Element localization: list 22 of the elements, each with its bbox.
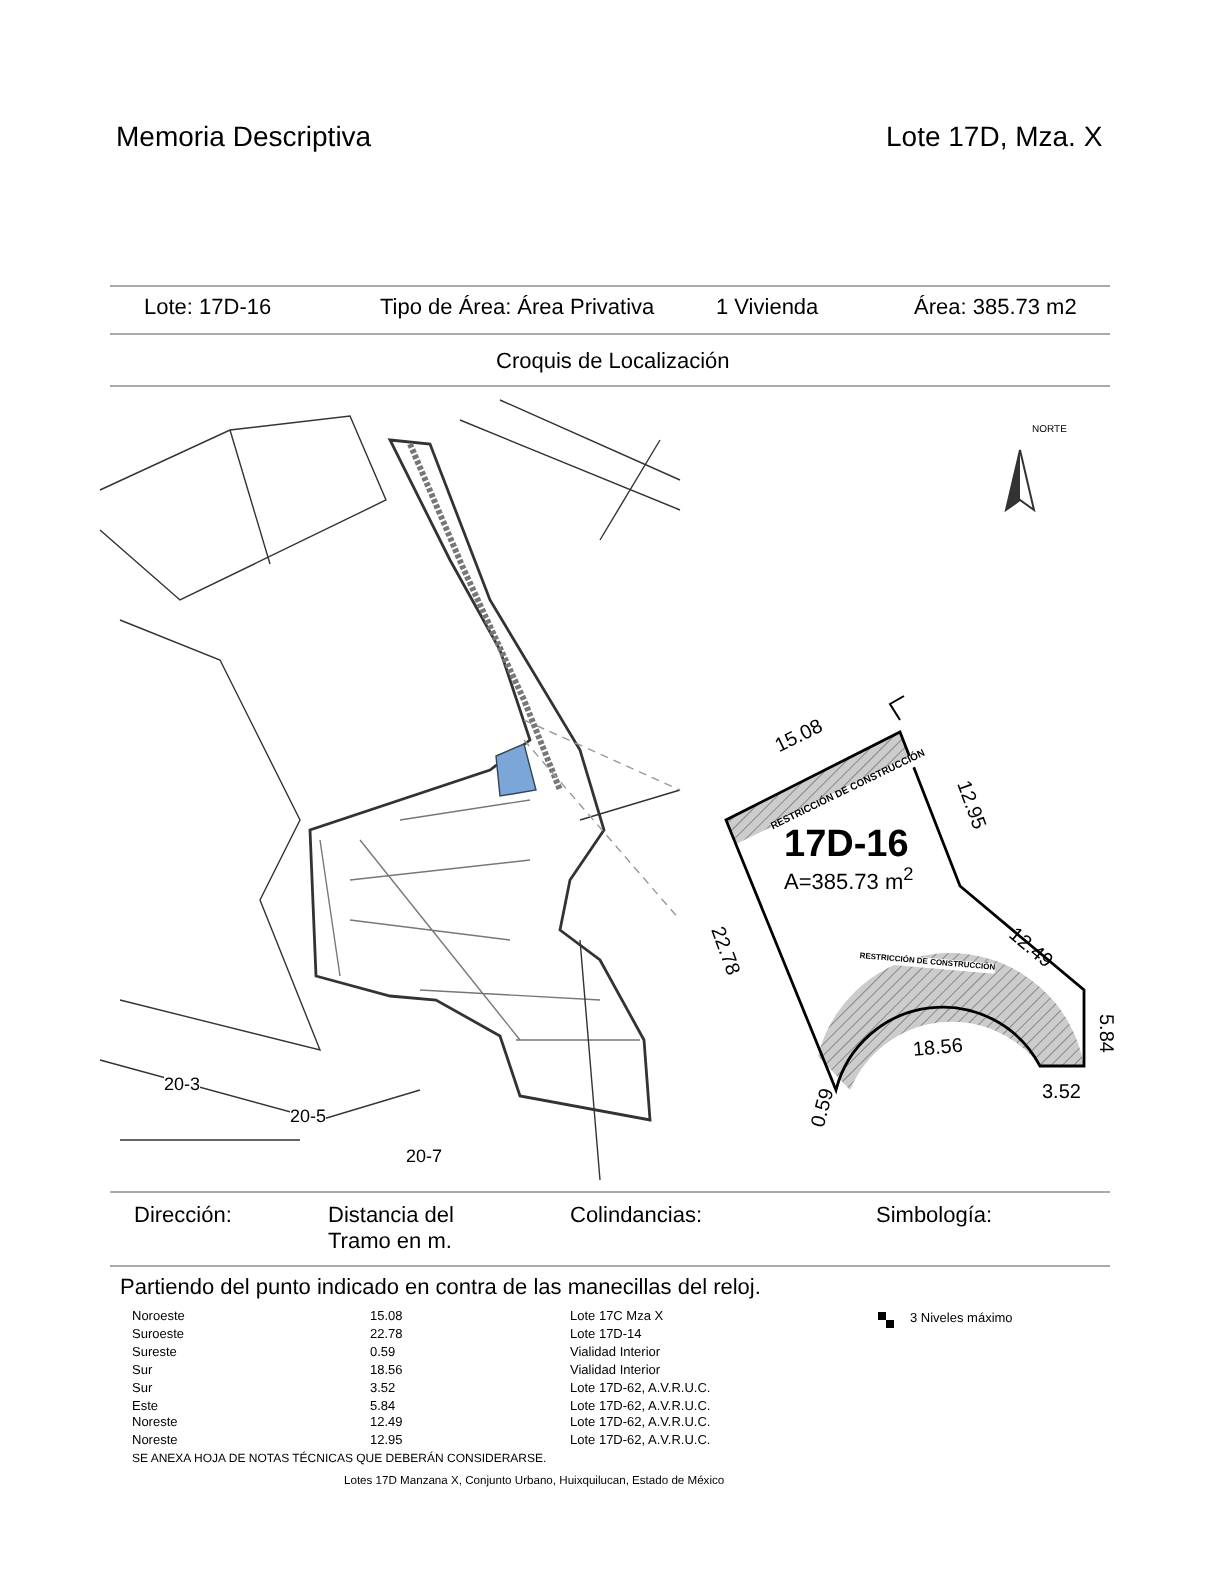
dimension-label: 12.95 xyxy=(950,778,990,833)
lot-label: 20-3 xyxy=(164,1074,201,1095)
column-header: Distancia del Tramo en m. xyxy=(328,1204,456,1255)
instruction-text: Partiendo del punto indicado en contra de las manecillas del reloj. xyxy=(120,1276,761,1302)
heading: Memoria Descriptiva xyxy=(116,120,372,153)
dimension-label: 18.56 xyxy=(912,1035,964,1063)
dimension-label: 3.52 xyxy=(1042,1082,1081,1105)
dimension-label: 0.59 xyxy=(808,1086,841,1130)
area-type: Tipo de Área: Área Privativa xyxy=(380,296,655,322)
lot-area: Área: 385.73 m2 xyxy=(914,296,1077,322)
lot-label: 20-7 xyxy=(406,1146,443,1167)
heading: Lote 17D, Mza. X xyxy=(886,120,1103,153)
column-header: Simbología: xyxy=(876,1204,993,1230)
dimension-label: 5.84 xyxy=(1093,1014,1116,1053)
lot-area-label: A=385.73 m$^{2}$ xyxy=(784,864,914,897)
section-heading: Croquis de Localización xyxy=(496,350,730,376)
lot-number: Lote: 17D-16 xyxy=(144,296,272,322)
housing-count: 1 Vivienda xyxy=(716,296,819,322)
dimension-label: 22.78 xyxy=(704,924,744,979)
column-header: Dirección: xyxy=(134,1204,232,1230)
lot-label: 20-5 xyxy=(290,1106,327,1127)
column-header: Colindancias: xyxy=(570,1204,703,1230)
